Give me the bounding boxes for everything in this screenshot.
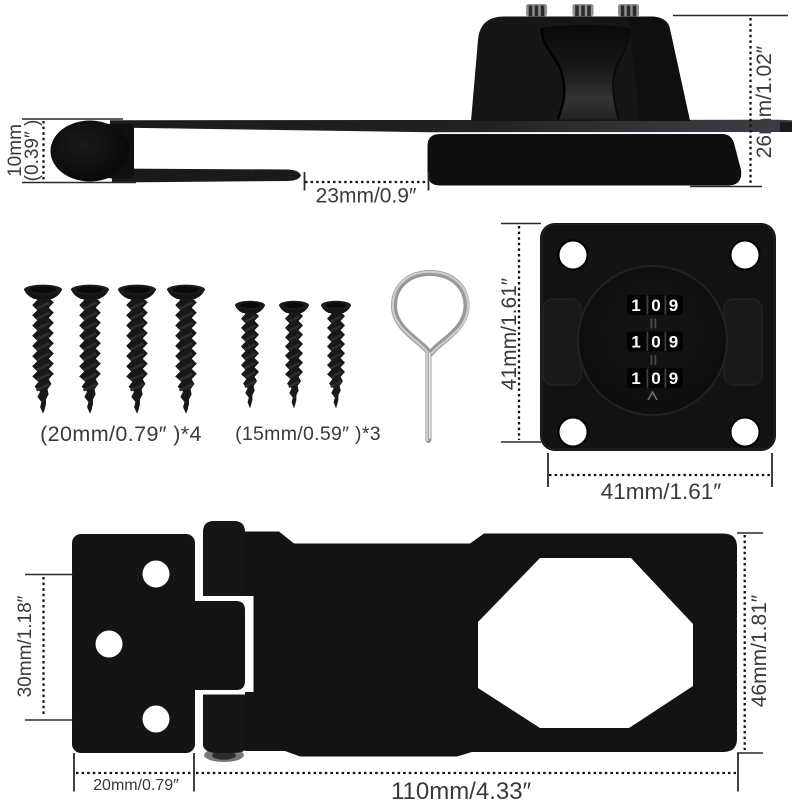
svg-text:26mm/1.02″: 26mm/1.02″ bbox=[753, 45, 776, 158]
svg-text:41mm/1.61″: 41mm/1.61″ bbox=[601, 479, 722, 504]
svg-text:41mm/1.61″: 41mm/1.61″ bbox=[498, 277, 521, 390]
svg-text:0: 0 bbox=[651, 296, 660, 315]
svg-text:110mm/4.33″: 110mm/4.33″ bbox=[391, 778, 532, 800]
svg-text:1: 1 bbox=[631, 333, 640, 352]
svg-text:(15mm/0.59″ )*3: (15mm/0.59″ )*3 bbox=[235, 423, 381, 445]
svg-text:(0.39″ ): (0.39″ ) bbox=[22, 120, 43, 182]
svg-text:20mm/0.79″: 20mm/0.79″ bbox=[93, 777, 179, 794]
svg-text:(20mm/0.79″ )*4: (20mm/0.79″ )*4 bbox=[40, 422, 202, 446]
svg-text:9: 9 bbox=[669, 333, 678, 352]
svg-text:23mm/0.9″: 23mm/0.9″ bbox=[316, 185, 417, 208]
svg-text:1: 1 bbox=[631, 369, 640, 388]
svg-text:9: 9 bbox=[669, 369, 678, 388]
svg-text:0: 0 bbox=[651, 369, 660, 388]
svg-text:10mm: 10mm bbox=[5, 124, 26, 177]
svg-text:0: 0 bbox=[651, 333, 660, 352]
svg-text:1: 1 bbox=[631, 296, 640, 315]
svg-text:46mm/1.81″: 46mm/1.81″ bbox=[748, 594, 771, 707]
svg-text:30mm/1.18″: 30mm/1.18″ bbox=[15, 595, 36, 697]
svg-text:9: 9 bbox=[669, 296, 678, 315]
